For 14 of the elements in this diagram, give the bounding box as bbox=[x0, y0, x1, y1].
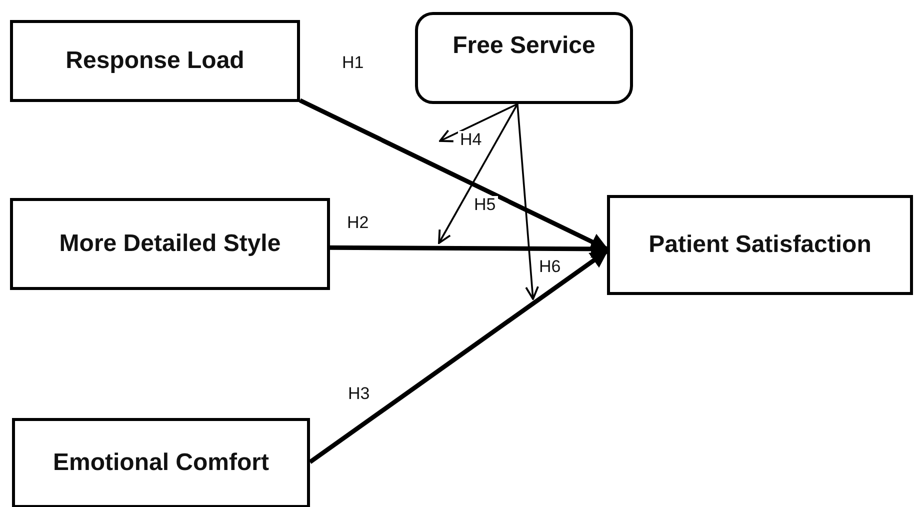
node-label: More Detailed Style bbox=[59, 230, 281, 258]
node-label: Free Service bbox=[452, 32, 596, 60]
box bbox=[10, 20, 300, 102]
arrow bbox=[439, 103, 518, 142]
node-label: Response Load bbox=[66, 47, 244, 75]
arrow bbox=[438, 104, 518, 244]
arrow bbox=[308, 249, 608, 464]
box bbox=[607, 195, 913, 295]
node-label: Emotional Comfort bbox=[53, 449, 269, 477]
box bbox=[12, 418, 310, 507]
box bbox=[10, 198, 330, 290]
arrow bbox=[516, 104, 539, 300]
rounded-box bbox=[415, 12, 633, 104]
node-label: Patient Satisfaction bbox=[648, 231, 872, 259]
